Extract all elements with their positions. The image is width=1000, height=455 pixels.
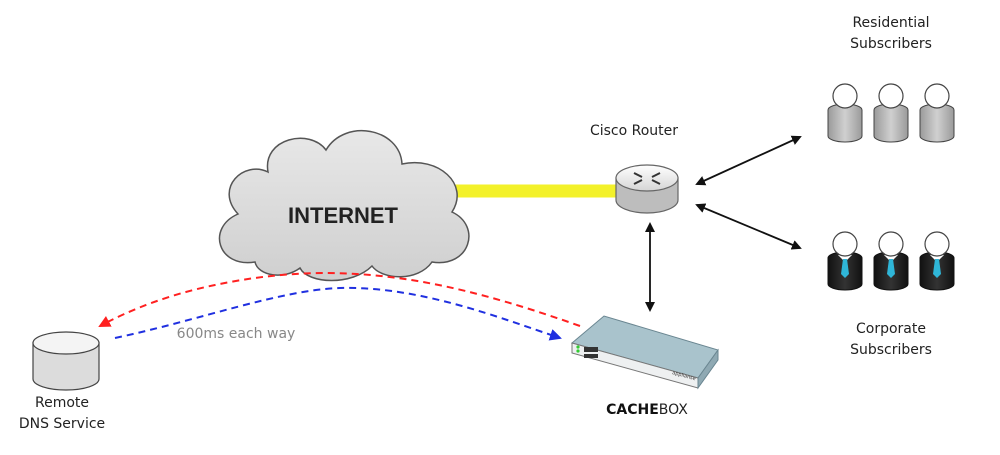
internet-label: INTERNET	[288, 203, 399, 228]
dns-reply-path	[114, 286, 562, 341]
router-residential-arrow	[695, 135, 802, 186]
cachebox-label-rest: BOX	[659, 402, 688, 418]
corporate-label-line1: Corporate	[856, 321, 926, 337]
latency-label: 600ms each way	[177, 326, 296, 342]
residential-label-line1: Residential	[852, 15, 929, 31]
dns-label-line2: DNS Service	[19, 416, 105, 432]
corporate-subscribers-icon	[827, 231, 955, 291]
cisco-router-icon	[615, 164, 679, 214]
residential-label-line2: Subscribers	[850, 36, 932, 52]
dns-label-line1: Remote	[35, 395, 89, 411]
residential-subscribers-icon	[827, 83, 955, 143]
dns-request-path	[98, 272, 581, 327]
cachebox-label: CACHEBOX	[606, 402, 688, 418]
cachebox-label-bold: CACHE	[606, 402, 659, 418]
cachebox-device: applianse	[570, 315, 719, 390]
corporate-label-line2: Subscribers	[850, 342, 932, 358]
router-label: Cisco Router	[590, 123, 678, 139]
internet-cloud: INTERNET	[218, 129, 470, 282]
dns-service-icon	[32, 331, 100, 391]
router-corporate-arrow	[695, 203, 802, 250]
